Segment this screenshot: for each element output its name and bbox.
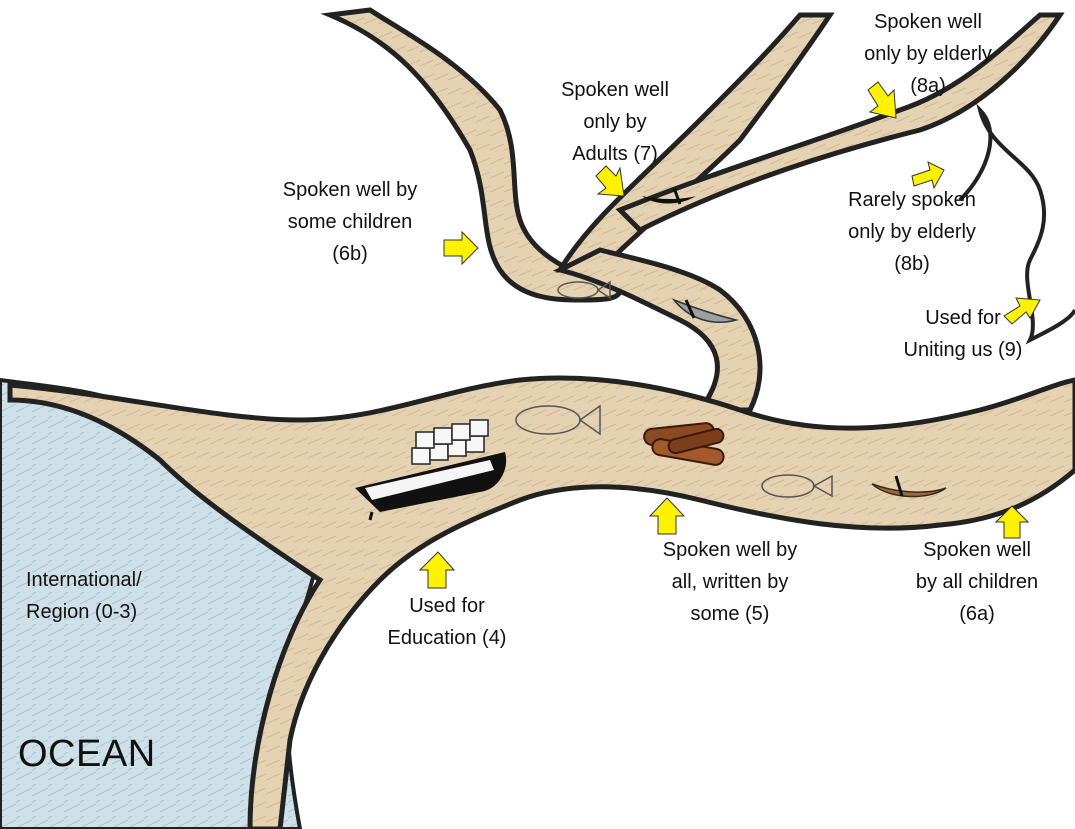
- elderly-8b-label: Rarely spoken only by elderly (8b): [812, 184, 1012, 280]
- adults-label: Spoken well only by Adults (7): [530, 74, 700, 170]
- arrow-4-icon: [420, 552, 454, 588]
- elderly-8a-label: Spoken well only by elderly (8a): [828, 6, 1028, 102]
- all-written-label: Spoken well by all, written by some (5): [630, 534, 830, 630]
- some-children-label: Spoken well by some children (6b): [250, 174, 450, 270]
- education-label: Used for Education (4): [362, 590, 532, 654]
- ocean-label: OCEAN: [18, 734, 156, 776]
- region-label: International/ Region (0-3): [26, 564, 142, 628]
- arrow-7-icon: [596, 166, 624, 196]
- uniting-label: Used for Uniting us (9): [878, 302, 1048, 366]
- arrow-5-icon: [650, 498, 684, 534]
- all-children-label: Spoken well by all children (6a): [882, 534, 1072, 630]
